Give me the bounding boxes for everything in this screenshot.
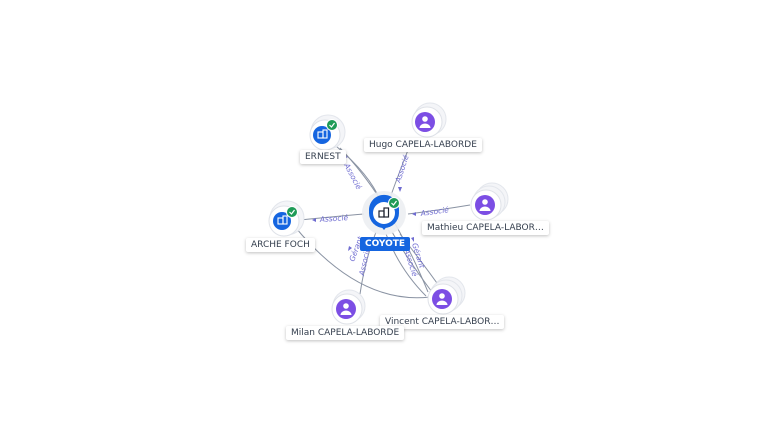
node-milan[interactable] [331,289,366,325]
edge-label-ernest: Associé [342,161,364,191]
person-icon [419,116,431,128]
building-icon [317,129,328,139]
arrowhead [312,218,316,222]
node-label-vincent[interactable]: Vincent CAPELA-LABOR… [380,315,505,329]
person-node-circle [336,299,356,319]
node-label-milan[interactable]: Milan CAPELA-LABORDE [286,326,405,340]
person-icon [436,293,448,305]
edge-coyote-archefoch [299,213,365,221]
node-vincent[interactable] [427,276,466,315]
person-node-circle [432,289,452,309]
node-label-mathieu[interactable]: Mathieu CAPELA-LABOR… [422,221,549,235]
person-node-circle [475,195,495,215]
node-arche-foch[interactable] [268,200,305,237]
edge-label-archefoch: Associé [319,213,349,224]
edge-label-mathieu: Associé [419,205,450,218]
edge-mathieu-coyote [407,204,471,215]
verified-check-icon [286,206,298,218]
node-hugo[interactable] [411,102,447,138]
verified-check-icon [388,197,400,209]
arrowhead [412,212,416,216]
building-icon [378,207,390,218]
node-mathieu[interactable] [470,182,509,221]
building-icon [277,215,288,225]
node-label-arche-foch[interactable]: ARCHE FOCH [246,238,315,252]
node-label-hugo[interactable]: Hugo CAPELA-LABORDE [364,138,482,152]
person-node-circle [415,112,435,132]
node-label-ernest[interactable]: ERNEST [300,150,346,164]
node-coyote-center[interactable] [362,191,406,235]
node-label-coyote[interactable]: COYOTE [360,237,411,251]
node-ernest[interactable] [309,114,346,151]
arrowhead [411,237,414,242]
verified-check-icon [326,119,338,131]
person-icon [479,199,491,211]
edge-label-hugo: Associé [393,154,411,185]
arrowhead [348,246,352,251]
arrowhead [398,187,402,192]
person-icon [340,303,352,315]
